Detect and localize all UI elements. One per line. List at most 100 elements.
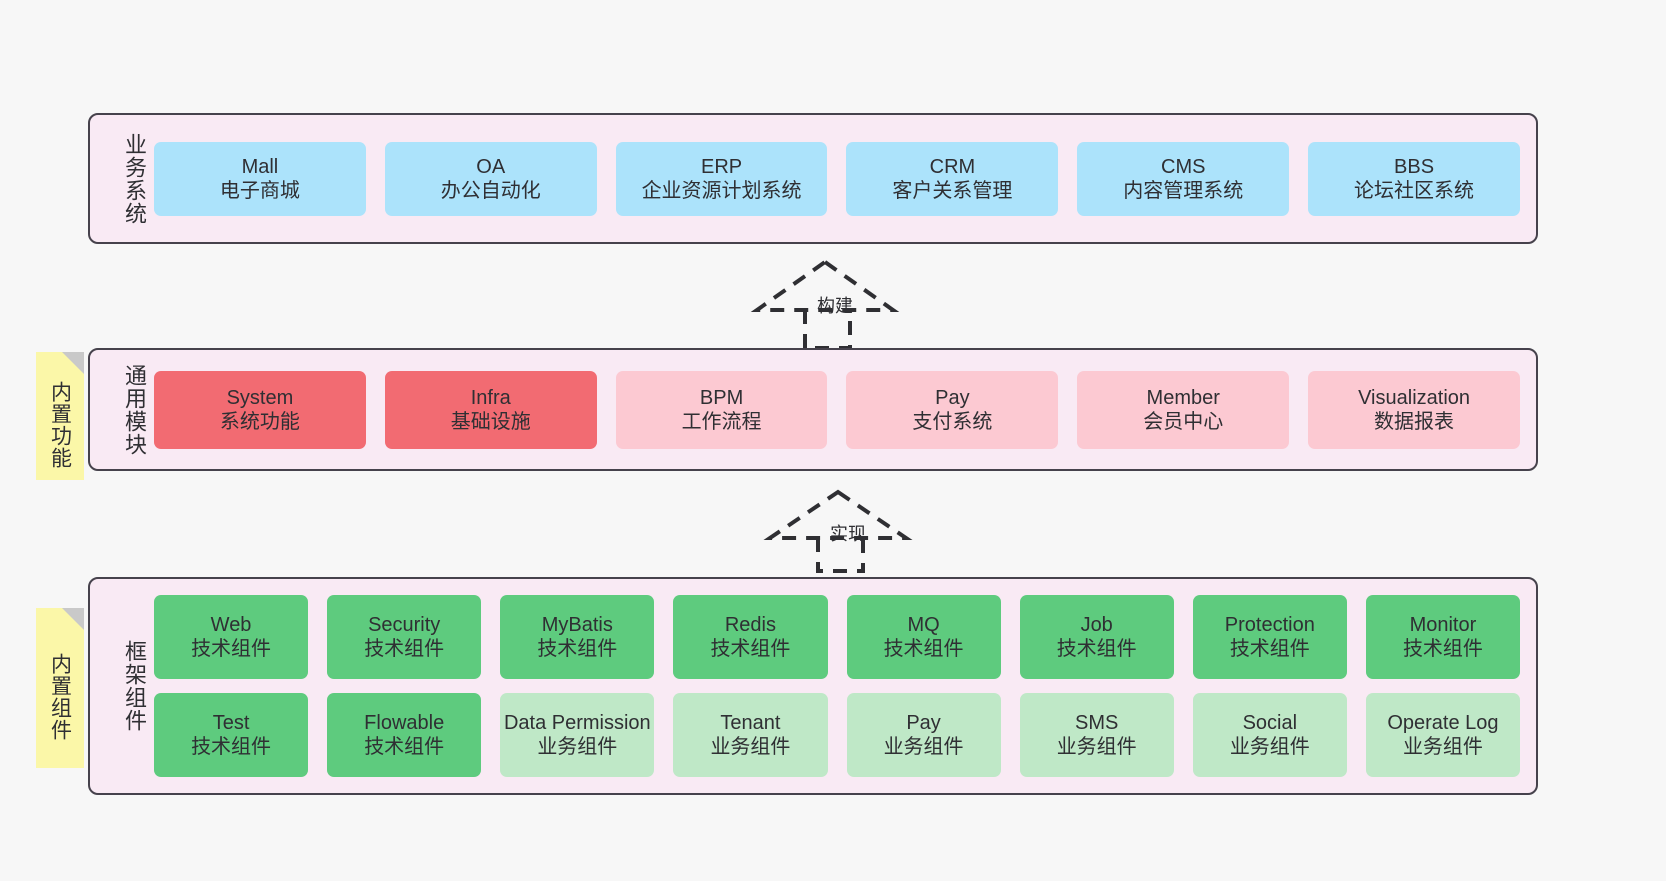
module-erp-desc: 企业资源计划系统 — [641, 179, 802, 202]
component-monitor-name: Monitor — [1409, 614, 1477, 636]
module-mall-name: Mall — [241, 155, 279, 178]
module-mall-desc: 电子商城 — [219, 179, 300, 202]
module-pay-desc: 支付系统 — [912, 410, 993, 433]
module-crm-name: CRM — [929, 155, 976, 178]
layer-common-modules: 通用模块 System 系统功能 Infra 基础设施 BPM 工作流程 Pay — [88, 348, 1538, 471]
module-visualization-desc: 数据报表 — [1374, 410, 1455, 433]
layer-business-systems-title: 业务系统 — [122, 132, 147, 225]
component-monitor[interactable]: Monitor 技术组件 — [1365, 595, 1520, 679]
module-cms-desc: 内容管理系统 — [1123, 179, 1244, 202]
build-connector: 构建 — [750, 258, 900, 350]
component-security-name: Security — [368, 614, 441, 636]
module-member-desc: 会员中心 — [1143, 410, 1224, 433]
component-pay[interactable]: Pay 业务组件 — [846, 693, 1001, 777]
module-bpm[interactable]: BPM 工作流程 — [615, 370, 828, 449]
component-mybatis-name: MyBatis — [541, 614, 613, 636]
component-tenant[interactable]: Tenant 业务组件 — [673, 693, 828, 777]
component-operate-log[interactable]: Operate Log 业务组件 — [1365, 693, 1520, 777]
layer-common-modules-body: System 系统功能 Infra 基础设施 BPM 工作流程 Pay 支付系统… — [146, 370, 1536, 449]
component-social-desc: 业务组件 — [1229, 736, 1310, 758]
component-security[interactable]: Security 技术组件 — [327, 595, 482, 679]
module-bbs-desc: 论坛社区系统 — [1354, 179, 1475, 202]
note-fold-icon — [62, 608, 84, 630]
component-flowable[interactable]: Flowable 技术组件 — [327, 693, 482, 777]
component-web[interactable]: Web 技术组件 — [154, 595, 309, 679]
component-mybatis[interactable]: MyBatis 技术组件 — [500, 595, 655, 679]
module-crm-desc: 客户关系管理 — [892, 179, 1013, 202]
module-cms-name: CMS — [1161, 155, 1206, 178]
sticky-note-builtin-features: 内置功能 — [36, 352, 84, 480]
component-test-name: Test — [212, 712, 250, 734]
component-job[interactable]: Job 技术组件 — [1019, 595, 1174, 679]
module-system-desc: 系统功能 — [219, 410, 300, 433]
component-redis-name: Redis — [724, 614, 776, 636]
module-member-name: Member — [1146, 386, 1220, 409]
component-mq[interactable]: MQ 技术组件 — [846, 595, 1001, 679]
component-data-permission-desc: 业务组件 — [537, 736, 618, 758]
module-pay[interactable]: Pay 支付系统 — [846, 370, 1059, 449]
sticky-note-builtin-components: 内置组件 — [36, 608, 84, 768]
module-bpm-name: BPM — [699, 386, 744, 409]
component-job-name: Job — [1080, 614, 1113, 636]
component-security-desc: 技术组件 — [364, 638, 445, 660]
layer-framework-components: 框架组件 Web 技术组件 Security 技术组件 MyBatis 技术组件… — [88, 577, 1538, 795]
module-system[interactable]: System 系统功能 — [154, 370, 366, 449]
component-mq-desc: 技术组件 — [883, 638, 964, 660]
component-web-name: Web — [210, 614, 252, 636]
module-bbs[interactable]: BBS 论坛社区系统 — [1308, 141, 1520, 216]
component-mybatis-desc: 技术组件 — [537, 638, 618, 660]
component-redis-desc: 技术组件 — [710, 638, 791, 660]
component-sms-name: SMS — [1075, 712, 1119, 734]
component-protection[interactable]: Protection 技术组件 — [1192, 595, 1347, 679]
component-tenant-name: Tenant — [720, 712, 781, 734]
module-mall[interactable]: Mall 电子商城 — [154, 141, 366, 216]
sticky-note-builtin-components-label: 内置组件 — [48, 653, 72, 741]
layer-business-systems-body: Mall 电子商城 OA 办公自动化 ERP 企业资源计划系统 CRM 客户关系… — [146, 141, 1536, 216]
component-mq-name: MQ — [907, 614, 940, 636]
implement-connector: 实现 — [763, 488, 913, 573]
component-test-desc: 技术组件 — [191, 736, 272, 758]
component-sms[interactable]: SMS 业务组件 — [1019, 693, 1174, 777]
framework-tech-row: Web 技术组件 Security 技术组件 MyBatis 技术组件 Redi… — [154, 595, 1520, 679]
module-crm[interactable]: CRM 客户关系管理 — [846, 141, 1059, 216]
module-erp[interactable]: ERP 企业资源计划系统 — [615, 141, 828, 216]
layer-business-systems: 业务系统 Mall 电子商城 OA 办公自动化 ERP 企业资源计划系统 CRM — [88, 113, 1538, 244]
component-web-desc: 技术组件 — [191, 638, 272, 660]
module-system-name: System — [226, 386, 294, 409]
module-visualization-name: Visualization — [1358, 386, 1471, 409]
module-oa-desc: 办公自动化 — [440, 179, 541, 202]
module-bpm-desc: 工作流程 — [681, 410, 762, 433]
component-job-desc: 技术组件 — [1056, 638, 1137, 660]
component-redis[interactable]: Redis 技术组件 — [673, 595, 828, 679]
module-infra-desc: 基础设施 — [450, 410, 531, 433]
sticky-note-builtin-features-label: 内置功能 — [48, 381, 72, 469]
component-pay-desc: 业务组件 — [883, 736, 964, 758]
component-social[interactable]: Social 业务组件 — [1192, 693, 1347, 777]
layer-framework-components-title: 框架组件 — [122, 640, 147, 732]
implement-connector-arrow — [763, 489, 913, 573]
module-member[interactable]: Member 会员中心 — [1077, 370, 1290, 449]
implement-connector-label: 实现 — [830, 524, 866, 544]
module-infra-name: Infra — [470, 386, 511, 409]
component-monitor-desc: 技术组件 — [1402, 638, 1483, 660]
component-data-permission[interactable]: Data Permission 业务组件 — [500, 693, 655, 777]
component-operate-log-name: Operate Log — [1387, 712, 1499, 734]
module-infra[interactable]: Infra 基础设施 — [384, 370, 597, 449]
business-systems-row: Mall 电子商城 OA 办公自动化 ERP 企业资源计划系统 CRM 客户关系… — [154, 141, 1520, 216]
module-cms[interactable]: CMS 内容管理系统 — [1077, 141, 1290, 216]
component-flowable-desc: 技术组件 — [364, 736, 445, 758]
module-oa-name: OA — [476, 155, 506, 178]
module-bbs-name: BBS — [1394, 155, 1435, 178]
framework-business-row: Test 技术组件 Flowable 技术组件 Data Permission … — [154, 693, 1520, 777]
component-test[interactable]: Test 技术组件 — [154, 693, 309, 777]
module-pay-name: Pay — [935, 386, 970, 409]
component-data-permission-name: Data Permission — [503, 712, 651, 734]
component-protection-name: Protection — [1224, 614, 1315, 636]
layer-framework-components-body: Web 技术组件 Security 技术组件 MyBatis 技术组件 Redi… — [146, 595, 1536, 777]
component-flowable-name: Flowable — [364, 712, 445, 734]
module-visualization[interactable]: Visualization 数据报表 — [1308, 370, 1520, 449]
build-connector-label: 构建 — [817, 296, 853, 316]
component-social-name: Social — [1242, 712, 1298, 734]
module-oa[interactable]: OA 办公自动化 — [384, 141, 597, 216]
